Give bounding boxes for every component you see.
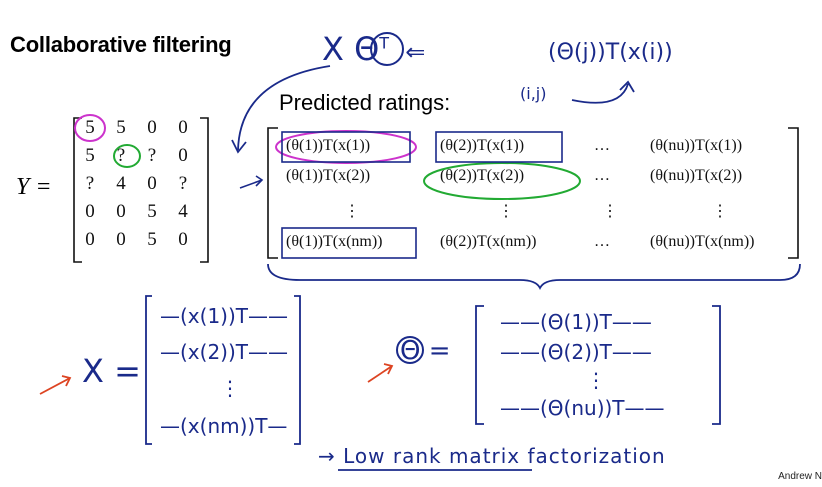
x-factor-row: —(x(nm))T— bbox=[160, 414, 288, 438]
y-cell: 0 bbox=[178, 145, 188, 166]
theta-bracket-right bbox=[712, 305, 721, 425]
pred-box-1-1 bbox=[281, 131, 411, 163]
pred-cell: … bbox=[594, 167, 610, 184]
y-bracket-left bbox=[73, 117, 82, 263]
pred-cell: … bbox=[594, 233, 610, 250]
y-label: Y = bbox=[16, 174, 52, 200]
pred-cell: (θ(1))T(x(2)) bbox=[286, 167, 371, 184]
pred-cell-circle-magenta bbox=[275, 130, 417, 164]
y-cell: 5 bbox=[85, 145, 95, 166]
y-cell: 0 bbox=[85, 201, 95, 222]
theta-circle-bottom bbox=[396, 336, 424, 364]
x-factor-row: —(x(1))T—— bbox=[160, 304, 288, 328]
pred-cell: (θ(nu))T(x(1)) bbox=[650, 137, 743, 154]
y-cell: 5 bbox=[116, 117, 126, 138]
theta-factor-row: ——(Θ(2))T—— bbox=[500, 340, 652, 364]
pred-cell-circle-green bbox=[423, 162, 581, 200]
pred-cell: (θ(2))T(x(nm)) bbox=[440, 233, 537, 250]
x-factor-row: ⋮ bbox=[220, 376, 240, 400]
pred-cell: (θ(2))T(x(2)) bbox=[440, 167, 525, 184]
pred-cell: (θ(2))T(x(1)) bbox=[440, 137, 525, 154]
pred-cell: (θ(nu))T(x(2)) bbox=[650, 167, 743, 184]
red-arrow-theta bbox=[367, 363, 394, 383]
y-cell: 5 bbox=[85, 117, 95, 138]
y-cell: 0 bbox=[85, 229, 95, 250]
y-cell: ? bbox=[116, 145, 126, 166]
y-cell: ? bbox=[85, 173, 95, 194]
y-cell: 5 bbox=[147, 229, 157, 250]
y-cell-circle-green bbox=[113, 144, 141, 168]
x-factor-row: —(x(2))T—— bbox=[160, 340, 288, 364]
y-cell: 0 bbox=[147, 117, 157, 138]
pred-box-1-2 bbox=[435, 131, 563, 163]
slide-title: Collaborative filtering bbox=[10, 32, 232, 57]
x-equals: X = bbox=[82, 352, 141, 390]
x-bracket-right bbox=[294, 295, 301, 445]
author-credit: Andrew N bbox=[778, 471, 822, 482]
pred-box-m-1 bbox=[281, 227, 417, 259]
theta-j-x-i-note: (Θ(j))T(x(i)) bbox=[548, 40, 673, 65]
pred-underbrace bbox=[267, 263, 801, 291]
y-cell: 0 bbox=[116, 201, 126, 222]
pred-cell: ⋮ bbox=[602, 203, 618, 220]
theta-factor-row: ——(Θ(nu))T—— bbox=[500, 396, 665, 420]
y-bracket-right bbox=[200, 117, 209, 263]
y-cell: 0 bbox=[178, 229, 188, 250]
theta-bracket-left bbox=[475, 305, 484, 425]
y-cell: 4 bbox=[178, 201, 188, 222]
theta-factor-row: ——(Θ(1))T—— bbox=[500, 310, 652, 334]
pred-bracket-right bbox=[788, 127, 799, 259]
y-cell: 0 bbox=[178, 117, 188, 138]
y-cell: 0 bbox=[116, 229, 126, 250]
y-cell: 4 bbox=[116, 173, 126, 194]
x-bracket-left bbox=[145, 295, 152, 445]
red-arrow-x bbox=[39, 375, 72, 395]
y-cell: ? bbox=[178, 173, 188, 194]
theta-factor-row: ⋮ bbox=[586, 368, 606, 392]
low-rank-factorization-note: → Low rank matrix factorization bbox=[318, 444, 666, 468]
theta-equals: Θ = bbox=[400, 336, 451, 366]
x-theta-transpose-note: X ΘT ⇐ bbox=[322, 30, 426, 68]
theta-circle-top bbox=[370, 32, 404, 66]
pred-bracket-left bbox=[267, 127, 278, 259]
ij-arrow bbox=[571, 80, 635, 104]
predicted-ratings-label: Predicted ratings: bbox=[279, 90, 451, 115]
pred-cell: ⋮ bbox=[712, 203, 728, 220]
pred-cell: (θ(1))T(x(nm)) bbox=[286, 233, 383, 250]
pred-cell: (θ(1))T(x(1)) bbox=[286, 137, 371, 154]
pred-cell: ⋮ bbox=[344, 203, 360, 220]
y-cell: ? bbox=[147, 145, 157, 166]
arrow-to-pred bbox=[237, 65, 331, 151]
ij-note: (i,j) bbox=[520, 84, 547, 103]
y-cell: 0 bbox=[147, 173, 157, 194]
arrow-pred-left bbox=[239, 175, 264, 189]
pred-cell: … bbox=[594, 137, 610, 154]
y-cell-circle-magenta bbox=[74, 114, 106, 142]
pred-cell: (θ(nu))T(x(nm)) bbox=[650, 233, 755, 250]
pred-cell: ⋮ bbox=[498, 203, 514, 220]
y-cell: 5 bbox=[147, 201, 157, 222]
